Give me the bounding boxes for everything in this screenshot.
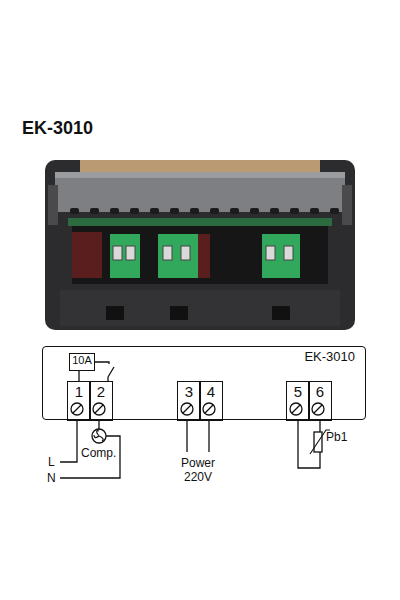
terminal-box: 3 — [177, 381, 201, 421]
terminal-number: 5 — [287, 383, 309, 400]
terminal-box: 4 — [199, 381, 223, 421]
wire-label: N — [47, 471, 59, 485]
wire-label: Comp. — [81, 446, 117, 460]
diagram-title: EK-3010 — [22, 117, 93, 139]
wiring-panel: EK-3010 12 34 56 10A — [42, 346, 366, 420]
terminal-number: 6 — [309, 383, 331, 400]
wire-label: Pb1 — [326, 430, 356, 444]
terminal-box: 5 — [286, 381, 310, 421]
terminal-box: 6 — [308, 381, 332, 421]
terminal-number: 2 — [90, 383, 112, 400]
terminal-box: 1 — [67, 381, 91, 421]
terminal-number: 4 — [200, 383, 222, 400]
wire-connector — [78, 371, 79, 381]
terminal-box: 2 — [89, 381, 113, 421]
wire-connector — [95, 362, 114, 381]
relay-rating: 10A — [70, 354, 94, 367]
terminal-number: 3 — [178, 383, 200, 400]
terminal-number: 1 — [68, 383, 90, 400]
wire-label: L — [48, 455, 58, 469]
wire-label: Power 220V — [173, 456, 223, 484]
model-name: EK-3010 — [304, 349, 355, 364]
relay-rating-box: 10A — [69, 353, 95, 371]
